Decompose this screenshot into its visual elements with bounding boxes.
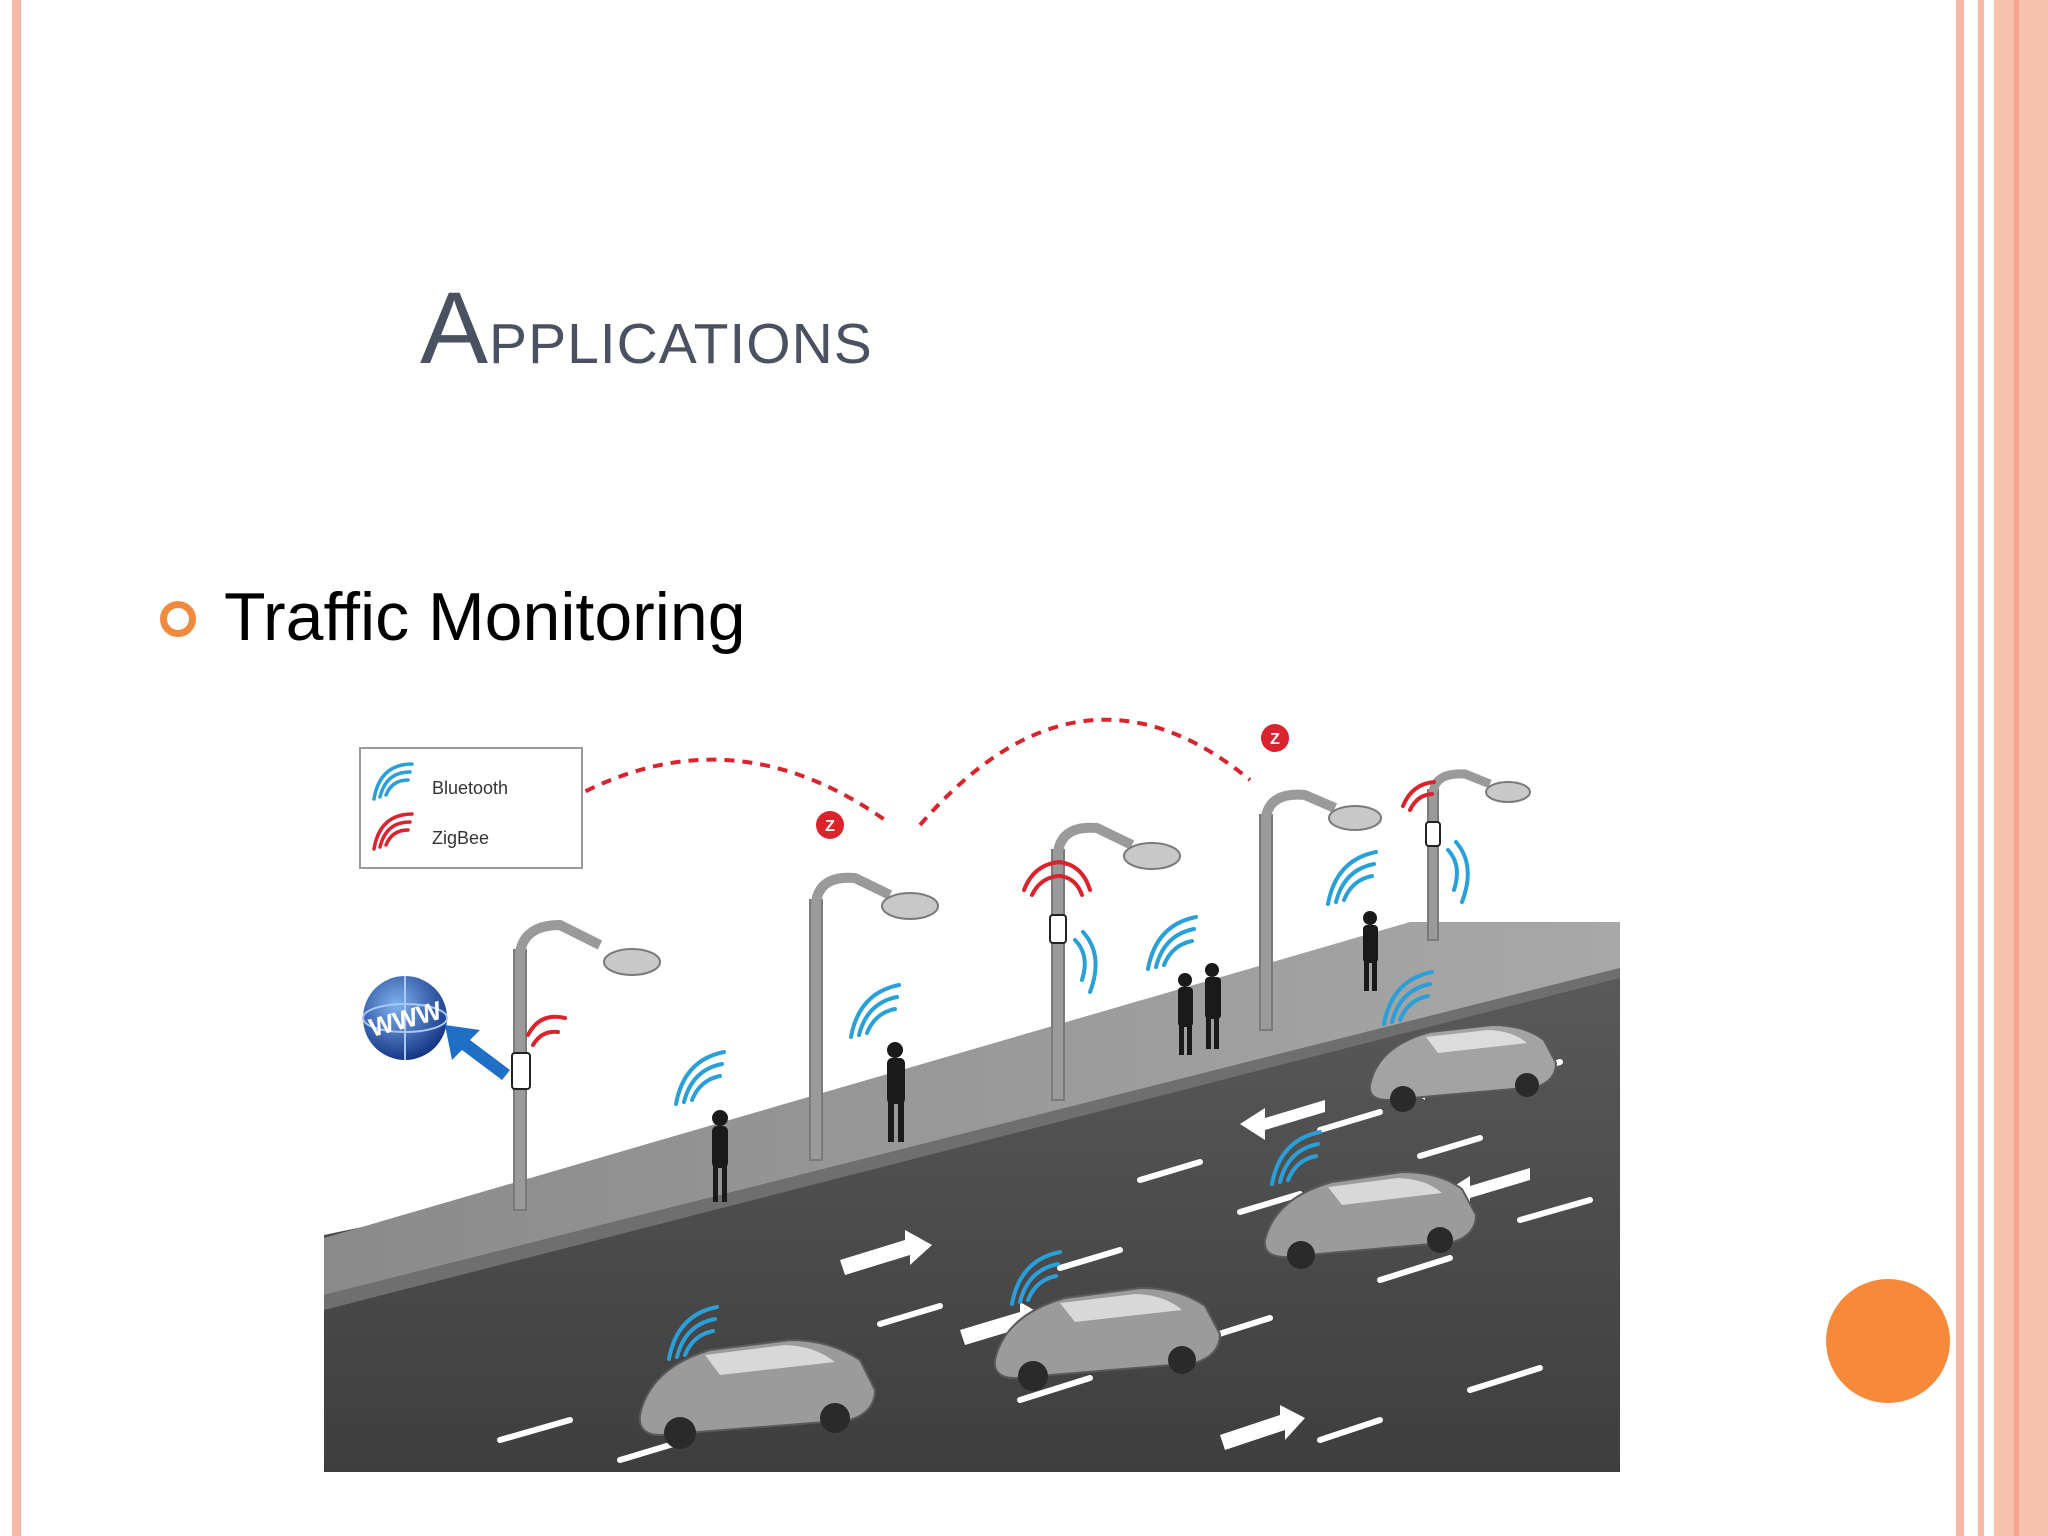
internet-globe-icon: WWW xyxy=(362,976,448,1060)
zigbee-signal-icons xyxy=(526,780,1436,1047)
legend-item-bluetooth: Bluetooth xyxy=(372,762,508,801)
zigbee-marker-icon xyxy=(816,811,844,839)
legend-item-zigbee: ZigBee xyxy=(372,812,489,851)
traffic-monitoring-illustration: Z Z xyxy=(324,717,1620,1472)
street-lamps xyxy=(513,769,1531,1211)
right-border-stripe xyxy=(1956,0,1964,1536)
car xyxy=(638,1338,877,1449)
left-border xyxy=(12,0,21,1536)
bluetooth-signal-icons xyxy=(667,840,1470,1361)
legend-label: ZigBee xyxy=(432,828,489,848)
legend-label: Bluetooth xyxy=(432,778,508,798)
cars xyxy=(638,1023,1558,1449)
decorative-orange-circle xyxy=(1826,1279,1950,1403)
zigbee-link-path xyxy=(918,717,1252,827)
pedestrians xyxy=(712,911,1378,1202)
legend: Bluetooth ZigBee xyxy=(359,747,583,869)
curb xyxy=(324,968,1620,1310)
road xyxy=(324,965,1620,1472)
bullet-text: Traffic Monitoring xyxy=(224,579,746,655)
sidewalk xyxy=(324,922,1620,1295)
slide-title: Applications xyxy=(420,271,873,385)
sensor-nodes xyxy=(511,821,1441,1090)
right-border-stripe xyxy=(1978,0,1984,1536)
uplink-arrow-icon xyxy=(445,1025,510,1080)
car xyxy=(1263,1170,1478,1269)
car xyxy=(1368,1023,1558,1112)
right-border-band xyxy=(1994,0,2048,1536)
zigbee-marker-icon xyxy=(1261,724,1289,752)
right-border-stripe xyxy=(2014,0,2019,1536)
bullet-item: Traffic Monitoring xyxy=(160,578,746,656)
bullet-circle-icon xyxy=(160,601,196,637)
svg-text:Z: Z xyxy=(825,818,835,835)
zigbee-icon xyxy=(372,812,414,851)
svg-text:Z: Z xyxy=(1270,731,1280,748)
car xyxy=(993,1286,1222,1391)
bluetooth-icon xyxy=(372,762,414,801)
